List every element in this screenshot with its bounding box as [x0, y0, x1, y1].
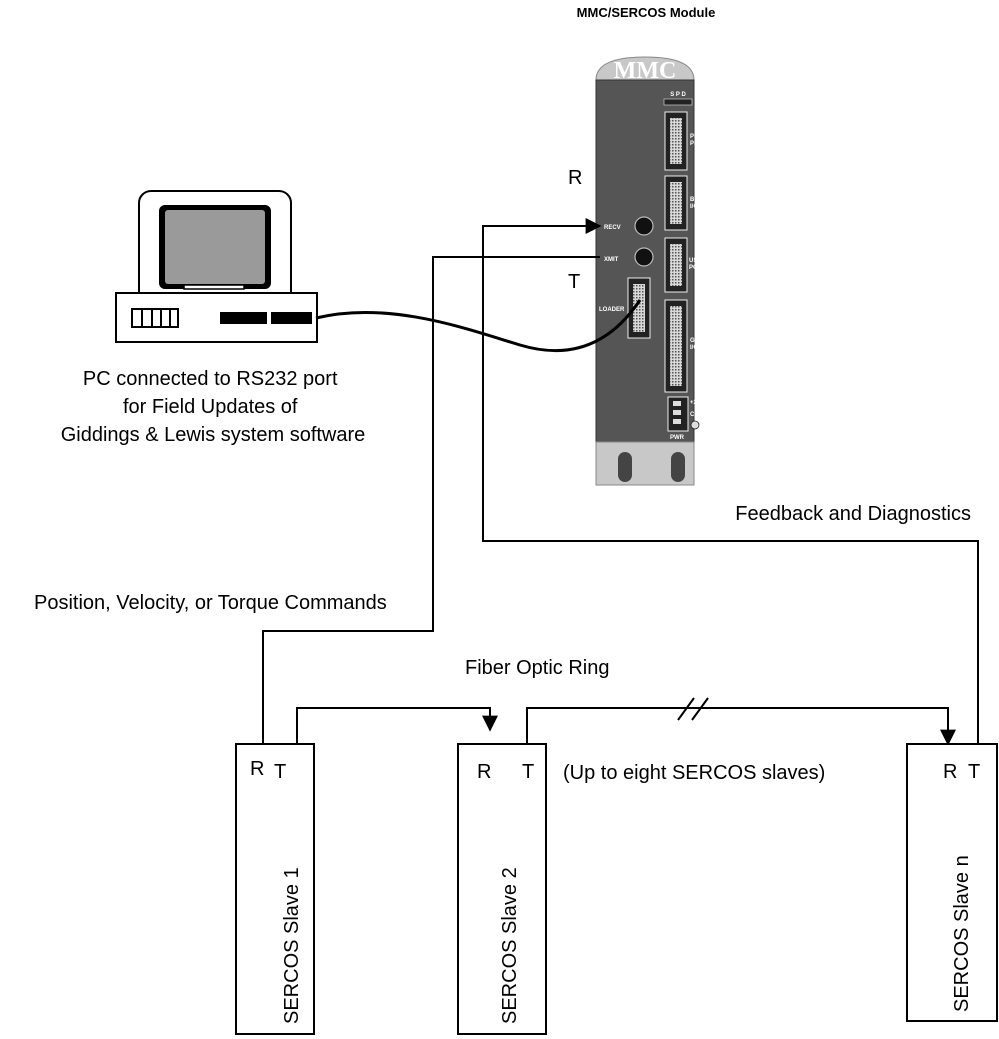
svg-text:I/O: I/O	[690, 204, 698, 210]
xmit-label: XMIT	[604, 257, 619, 263]
pc-drive-1	[220, 312, 267, 324]
feedback-label: Feedback and Diagnostics	[735, 503, 971, 525]
xmit-port	[634, 247, 654, 267]
gen-io-connector: GEN I/O	[664, 299, 703, 393]
break-mark-2	[691, 697, 709, 721]
mount-slot-left	[618, 452, 632, 482]
mmc-module: MMC S P D Pic Pro BLK I/O USER PORT	[595, 56, 706, 486]
slave-n-t: T	[968, 761, 980, 783]
slave-1-box	[235, 743, 315, 1035]
loader-label: LOADER	[599, 307, 625, 313]
slave-n-r: R	[943, 761, 957, 783]
slave-n-box	[906, 743, 998, 1022]
slave-1: R T SERCOS Slave 1	[235, 743, 315, 1035]
loader-connector	[627, 277, 651, 339]
svg-text:+24V: +24V	[690, 400, 704, 406]
pic-pro-connector: Pic Pro	[664, 111, 700, 171]
feedback-line	[482, 218, 979, 744]
fiber-link-1-2	[296, 707, 498, 744]
svg-text:I/O: I/O	[690, 345, 698, 351]
svg-text:GEN: GEN	[690, 338, 703, 344]
monitor-screen	[165, 210, 265, 284]
svg-text:COM: COM	[690, 412, 704, 418]
break-mark-1	[677, 697, 695, 721]
slave-2: R T SERCOS Slave 2	[457, 743, 547, 1035]
pc-drive-2	[271, 312, 312, 324]
svg-text:USER: USER	[689, 258, 706, 264]
svg-text:PWR: PWR	[670, 435, 685, 441]
recv-port	[634, 216, 654, 236]
spd-leds	[663, 98, 693, 106]
user-port-connector: USER PORT	[664, 237, 706, 293]
slave-2-name: SERCOS Slave 2	[499, 867, 521, 1024]
svg-text:Pro: Pro	[690, 141, 700, 147]
blk-io-connector: BLK I/O	[664, 175, 703, 231]
pc-caption: PC connected to RS232 port for Field Upd…	[61, 368, 366, 446]
svg-text:BLK: BLK	[690, 197, 703, 203]
svg-text:PORT: PORT	[689, 265, 706, 271]
fiber-ring-label: Fiber Optic Ring	[465, 657, 610, 679]
module-brand: MMC	[614, 58, 677, 84]
pc-vents	[131, 308, 179, 328]
slave-n-name: SERCOS Slave n	[951, 855, 973, 1012]
rs232-cable	[315, 299, 642, 353]
slave-1-r: R	[250, 758, 264, 780]
command-line	[255, 256, 600, 790]
slave-2-box	[457, 743, 547, 1035]
recv-label: RECV	[604, 225, 621, 231]
slave-2-r: R	[477, 761, 491, 783]
pc-computer	[115, 190, 318, 343]
monitor-stand	[183, 284, 245, 290]
led-header: S P D	[670, 92, 686, 98]
slave-n: R T SERCOS Slave n	[906, 743, 998, 1022]
slave-2-t: T	[522, 761, 534, 783]
mount-slot-right	[671, 452, 685, 482]
up-to-label: (Up to eight SERCOS slaves)	[563, 762, 825, 784]
commands-label: Position, Velocity, or Torque Commands	[34, 592, 387, 614]
slave-1-name: SERCOS Slave 1	[281, 867, 303, 1024]
r-marker: R	[568, 167, 582, 189]
module-title: MMC/SERCOS Module	[577, 5, 716, 20]
t-marker: T	[568, 271, 580, 293]
fiber-link-2-n	[526, 707, 956, 746]
svg-text:Pic: Pic	[690, 134, 700, 140]
slave-1-t: T	[274, 761, 286, 783]
power-terminal: +24V COM PWR	[667, 396, 704, 441]
